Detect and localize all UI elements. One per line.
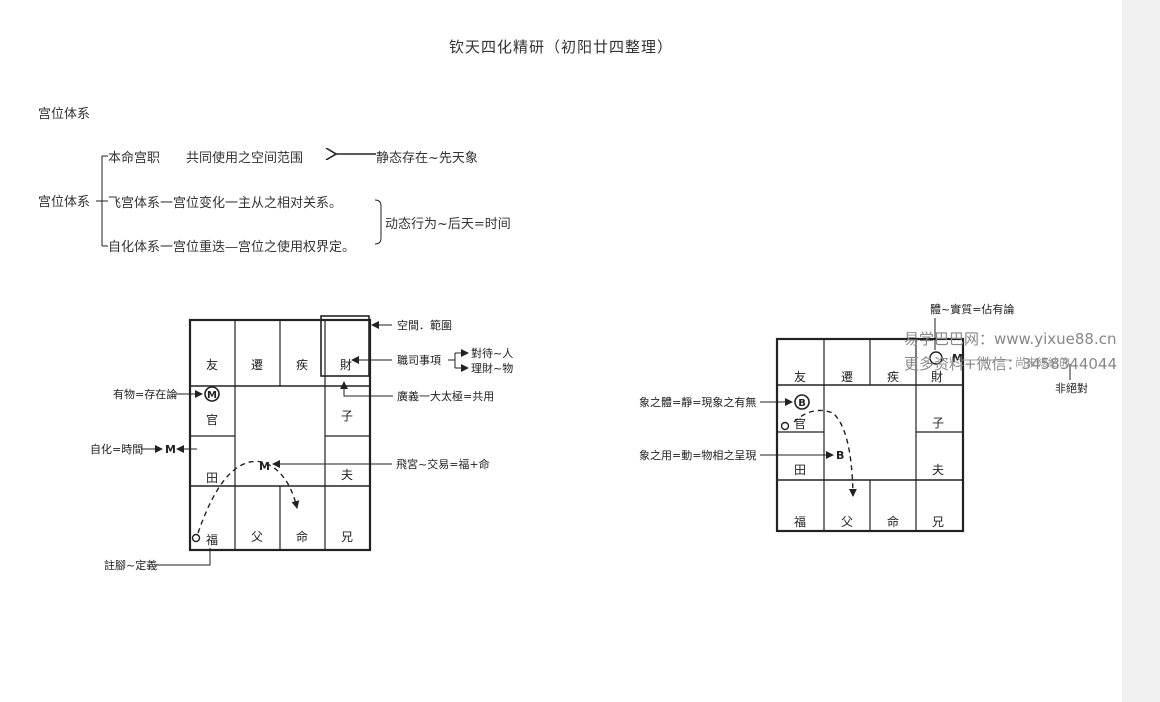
ann-not-absolute: 非絕對 [1055, 381, 1088, 395]
ann-exists: 有物=存在論 [113, 387, 177, 401]
mark-b: B [836, 449, 844, 462]
circled-mark-small [929, 351, 943, 365]
ann-treat: 對待~人 [471, 346, 513, 360]
ann-fly: 飛宮~交易=福+命 [396, 457, 490, 471]
ann-footnote: 註腳~定義 [104, 558, 157, 572]
mark-center: M [259, 460, 270, 473]
ann-wealth: 理財~物 [471, 361, 513, 375]
section-heading: 宫位体系 [38, 107, 91, 122]
cell-ji: 疾 [887, 369, 899, 384]
left-palace-diagram: 友 遷 疾 財 官 子 田 夫 福 父 命 兄 M M M 空間．範圍 職司事項… [90, 315, 513, 572]
ann-space: 空間．範圍 [397, 318, 452, 332]
watermark: 易学巴巴网：www.yixue88.cn 更多资料+微信：3458344044 [904, 330, 1117, 373]
cell-you: 友 [206, 358, 218, 372]
tree-branch-zihua: 自化体系一宫位重迭—宫位之使用权界定。 [108, 236, 355, 255]
cell-zi: 子 [932, 416, 944, 430]
cell-fu-spouse: 夫 [932, 463, 944, 477]
cell-qian: 遷 [251, 358, 263, 372]
cell-fu-father: 父 [841, 515, 853, 529]
page-right-margin [1122, 0, 1160, 702]
ann-body: 象之體=靜=現象之有無 [639, 395, 756, 409]
cell-ji: 疾 [296, 357, 308, 372]
cell-qian: 遷 [841, 370, 853, 384]
mark-self: M [165, 443, 176, 456]
cell-fu-fortune: 福 [794, 514, 806, 529]
flying-arc [197, 460, 300, 534]
tree-branch-desc: 一宫位重迭—宫位之使用权界定。 [160, 240, 356, 255]
tree-branch-label: 飞宫体系 [108, 196, 161, 211]
ann-duty: 職司事項 [397, 354, 441, 367]
circled-mark [794, 394, 810, 410]
ann-broad: 廣義一大太極=共用 [397, 389, 494, 403]
tree-branch-label: 自化体系 [108, 240, 161, 255]
mark-m: M [952, 352, 963, 365]
cell-cai: 財 [340, 357, 352, 372]
tree-note-dynamic: 动态行为~后天=时间 [385, 217, 511, 232]
circled-mark [204, 386, 220, 402]
tree-root-label: 宫位体系 [38, 195, 91, 210]
cell-tian: 田 [794, 463, 806, 477]
cell-cai: 財 [931, 369, 943, 384]
tree-branch-label: 本命宫职 [108, 151, 161, 166]
watermark-line-1: 易学巴巴网：www.yixue88.cn [904, 330, 1116, 348]
cell-tian: 田 [206, 471, 218, 485]
cell-you: 友 [794, 370, 806, 384]
origin-circle [780, 421, 790, 431]
tree-branch-desc: 共同使用之空间范围 [186, 151, 304, 166]
cell-guan: 官 [794, 416, 806, 431]
ann-use: 象之用=動=物相之呈現 [639, 448, 756, 462]
cell-guan: 官 [206, 412, 218, 427]
cell-ming: 命 [296, 529, 308, 544]
cell-ming: 命 [887, 514, 899, 529]
watermark-line-2: 更多资料+微信：3458344044 [904, 355, 1117, 373]
tree-note-static: 静态存在~先天象 [376, 151, 478, 166]
cell-fu-fortune: 福 [206, 532, 218, 547]
cell-xiong: 兄 [932, 515, 944, 529]
circled-mark-letter: M [207, 390, 217, 401]
ann-self-hua: 自化=時間 [90, 442, 143, 456]
tree-brackets [96, 154, 382, 247]
document-title: 钦天四化精研（初阳廿四整理） [448, 38, 673, 56]
circled-mark-letter: B [798, 398, 806, 409]
cell-zi: 子 [341, 409, 353, 423]
tree-branch-benming: 本命宫职 共同使用之空间范围 [108, 147, 303, 166]
tree-branch-feigong: 飞宫体系一宫位变化一主从之相对关系。 [108, 192, 342, 211]
ann-faded: 尚未總結的 [1015, 355, 1070, 369]
cell-xiong: 兄 [341, 530, 353, 544]
tree-branch-desc: 一宫位变化一主从之相对关系。 [160, 196, 343, 211]
cell-fu-spouse: 夫 [341, 468, 353, 482]
origin-circle [191, 533, 201, 543]
ann-body-top: 體~實質=佔有論 [930, 302, 1014, 316]
right-palace-diagram: 友 遷 疾 財 官 子 田 夫 福 父 命 兄 B B M 體~實質=佔有論 象… [639, 302, 1088, 533]
cell-fu-father: 父 [251, 530, 263, 544]
